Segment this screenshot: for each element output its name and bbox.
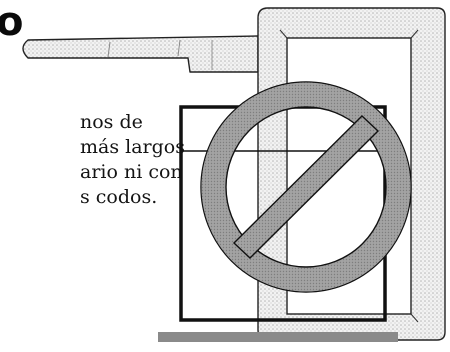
section-heading: o	[0, 0, 24, 45]
instruction-paragraph: nos de más largos ario ni con s codos.	[80, 110, 190, 210]
no-symbol-icon	[200, 81, 412, 293]
duct-pipe	[22, 35, 259, 73]
paragraph-line: más largos	[80, 136, 185, 158]
paragraph-line: ario ni con	[80, 161, 183, 183]
paragraph-line: s codos.	[80, 186, 158, 208]
paragraph-line: nos de	[80, 111, 143, 133]
